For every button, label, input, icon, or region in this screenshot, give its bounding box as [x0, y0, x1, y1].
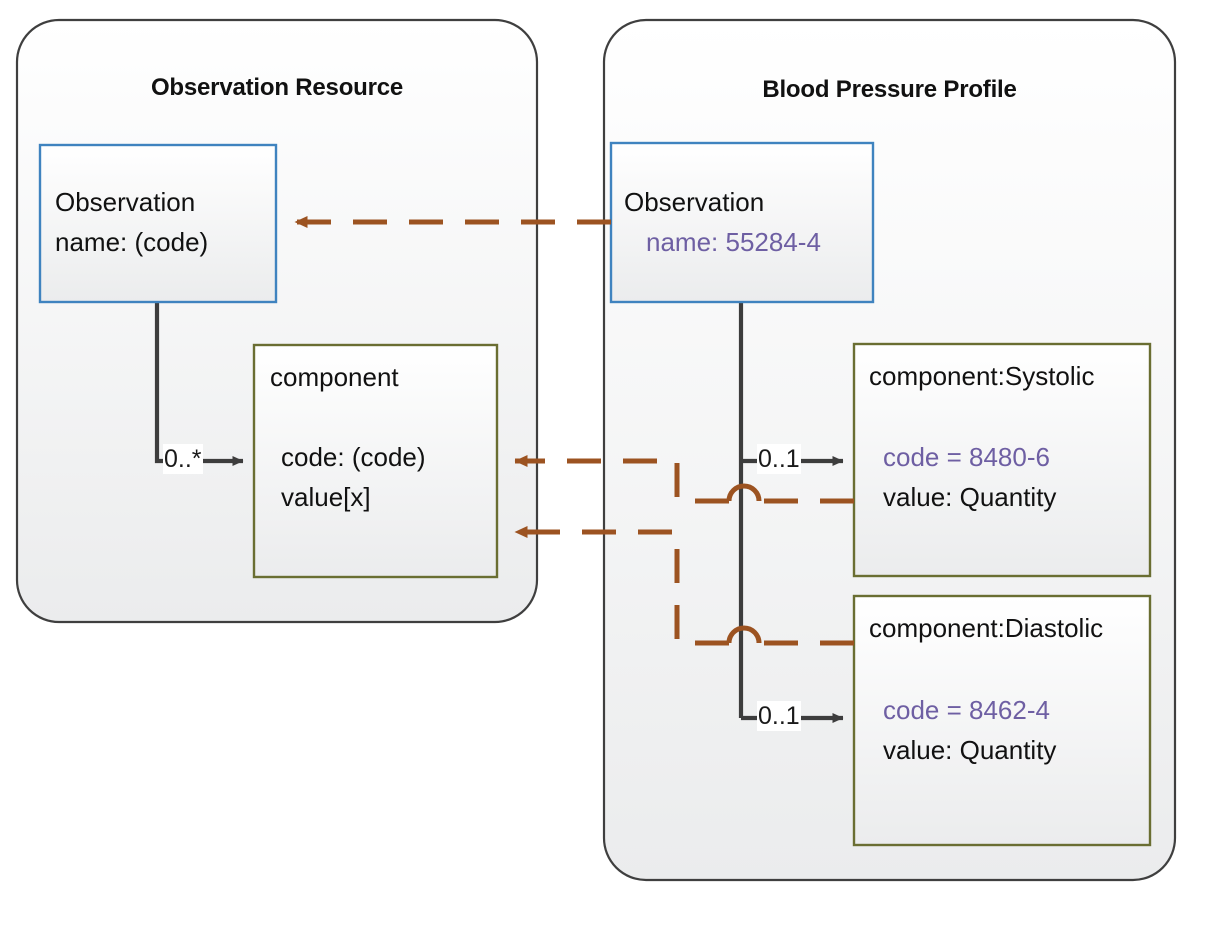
class-box-component-diastolic [852, 594, 1152, 847]
component-diastolic-attribute-code: code = 8462-4 [883, 695, 1050, 725]
multiplicity-systolic: 0..1 [757, 444, 801, 474]
component-diastolic-attribute-value: value: Quantity [883, 735, 1057, 765]
constraint-link-diastolic-tail [514, 526, 729, 646]
constraint-link-diastolic-hop [726, 625, 762, 644]
constraint-link-systolic-tail [514, 455, 729, 504]
panel-title-blood-pressure-profile: Blood Pressure Profile [762, 76, 1017, 103]
observation-base-name: Observation [55, 187, 196, 217]
observation-base-attribute-name: name: (code) [55, 227, 209, 257]
panel-title-observation-resource: Observation Resource [150, 74, 404, 101]
diastolic-header-clip: component:Diastolic [856, 608, 1148, 650]
observation-profile-name: Observation [624, 187, 765, 217]
multiplicity-base-component: 0..* [163, 444, 203, 474]
component-diastolic-header: component:Diastolic [869, 613, 1104, 643]
class-box-component-base [252, 343, 499, 579]
component-base-attribute-code: code: (code) [281, 442, 426, 472]
association-base-observation-component [154, 302, 244, 466]
class-box-observation-base [38, 143, 278, 304]
component-base-attribute-value: value[x] [281, 482, 371, 512]
observation-profile-attribute-name: name: 55284-4 [646, 227, 821, 257]
class-box-component-systolic [852, 342, 1152, 578]
component-systolic-attribute-code: code = 8480-6 [883, 442, 1050, 472]
component-systolic-header: component:Systolic [869, 361, 1095, 391]
constraint-link-systolic-hop [726, 483, 762, 502]
component-systolic-attribute-value: value: Quantity [883, 482, 1057, 512]
multiplicity-diastolic: 0..1 [757, 701, 801, 731]
component-base-header: component [270, 362, 399, 392]
systolic-header-clip: component:Systolic [856, 356, 1148, 398]
